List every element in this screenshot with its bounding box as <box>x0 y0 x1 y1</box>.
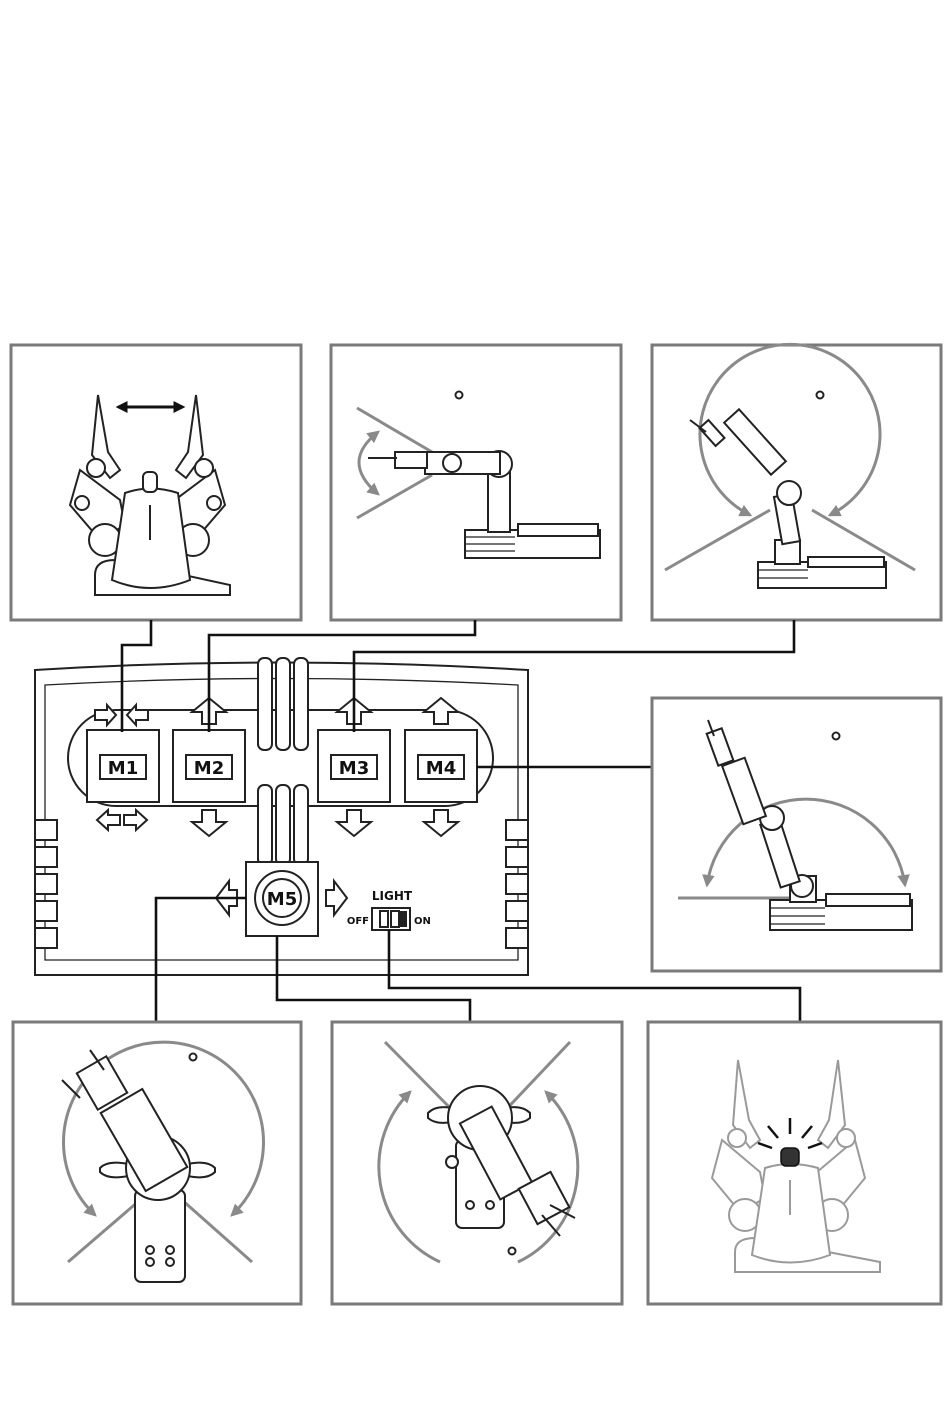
motor-m2-switch[interactable]: M2 <box>173 730 245 802</box>
motor-m2-label: M2 <box>194 758 224 779</box>
motor-m1-switch[interactable]: M1 <box>87 730 159 802</box>
light-switch-on-label: ON <box>414 916 431 927</box>
motor-m5-switch[interactable]: M5 <box>246 862 318 936</box>
panel-gripper <box>11 345 301 620</box>
panel-elbow <box>652 344 941 620</box>
motor-m4-switch[interactable]: M4 <box>405 730 477 802</box>
right-arrow-icon <box>326 881 347 915</box>
motor-m1-label: M1 <box>108 758 138 779</box>
motor-m4-label: M4 <box>426 758 456 779</box>
down-arrow-icon <box>192 810 226 836</box>
panel-wrist <box>331 345 621 620</box>
light-bulb <box>781 1148 799 1166</box>
motor-m5-label: M5 <box>267 889 297 910</box>
light-switch-title: LIGHT <box>372 889 413 903</box>
down-arrow-icon <box>424 810 458 836</box>
wire-m5-right <box>277 936 470 1022</box>
light-switch[interactable]: LIGHT OFF ON <box>347 889 431 930</box>
down-arrow-icon <box>337 810 371 836</box>
panel-shoulder <box>652 698 941 971</box>
motor-m3-switch[interactable]: M3 <box>318 730 390 802</box>
left-arrow-icon <box>97 810 120 830</box>
panel-base-right <box>332 1022 622 1304</box>
light-switch-off-label: OFF <box>347 916 369 927</box>
panel-base <box>13 1022 301 1304</box>
motor-m3-label: M3 <box>339 758 369 779</box>
controller-box: M1 M2 M3 M4 <box>35 658 528 975</box>
panel-light <box>648 1022 941 1304</box>
right-arrow-icon <box>124 810 147 830</box>
